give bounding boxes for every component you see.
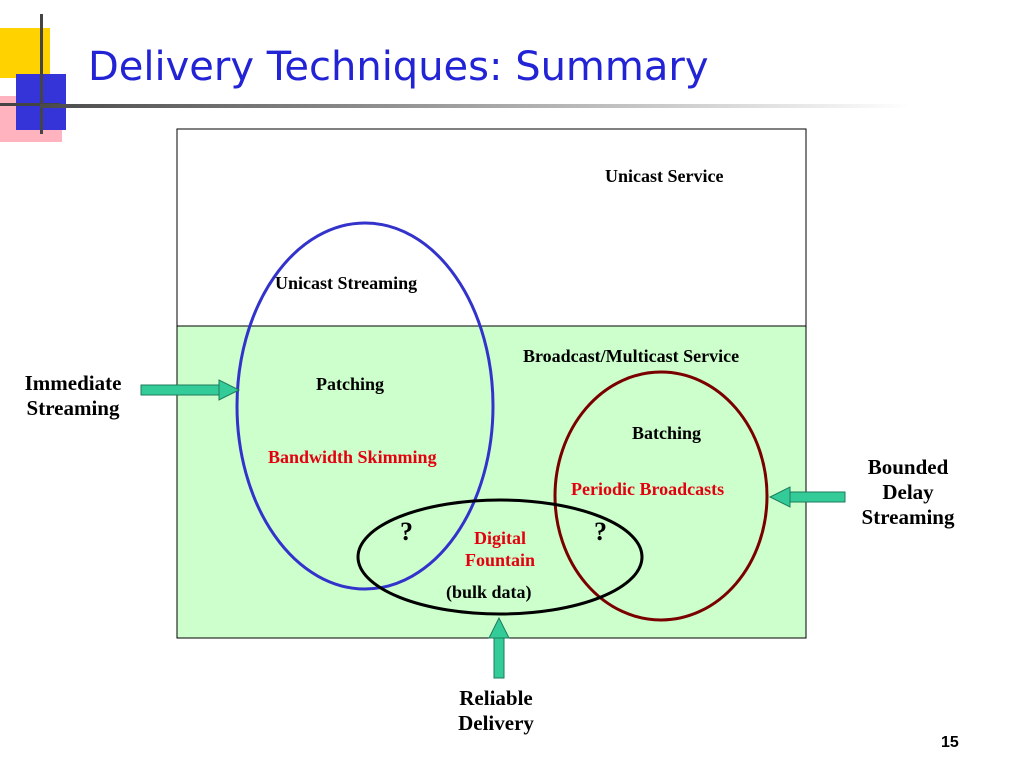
unicast-service-region [176, 128, 807, 327]
streaming-ellipse [235, 221, 495, 591]
unicast-service-label: Unicast Service [605, 166, 724, 186]
bulk-data-label: (bulk data) [446, 582, 532, 602]
reliable-delivery-line2: Delivery [458, 711, 534, 736]
unicast-streaming-label: Unicast Streaming [275, 273, 418, 293]
digital-fountain-line2: Fountain [464, 549, 536, 570]
reliable-delivery-line1: Reliable [459, 686, 533, 710]
corner-vertical-line [40, 14, 43, 134]
reliable-delivery-label: Reliable Delivery [430, 686, 562, 736]
digital-fountain-label: Digital Fountain [440, 528, 560, 571]
title-underline [40, 104, 910, 108]
corner-horizontal-line [0, 103, 60, 106]
immediate-streaming-arrow [140, 379, 241, 401]
immediate-streaming-line1: Immediate [24, 371, 122, 395]
bandwidth-skimming-label: Bandwidth Skimming [268, 447, 437, 467]
batching-label: Batching [632, 423, 702, 443]
reliable-delivery-arrow [488, 616, 510, 679]
question-mark-right: ? [594, 517, 607, 546]
bounded-delay-arrow [768, 486, 846, 508]
broadcast-ellipse [553, 370, 769, 622]
bounded-delay-streaming-label: Bounded Delay Streaming [843, 455, 973, 531]
page-number: 15 [941, 734, 959, 751]
question-mark-left: ? [400, 517, 413, 546]
broadcast-multicast-service-label: Broadcast/Multicast Service [523, 346, 740, 366]
periodic-broadcasts-label: Periodic Broadcasts [571, 479, 725, 499]
bounded-delay-line1: Bounded [867, 455, 949, 479]
bounded-delay-line3: Streaming [861, 505, 955, 530]
page-title: Delivery Techniques: Summary [88, 44, 709, 90]
fountain-ellipse [356, 498, 644, 616]
immediate-streaming-line2: Streaming [26, 396, 120, 421]
bounded-delay-line2: Delay [882, 480, 934, 505]
immediate-streaming-label: Immediate Streaming [8, 371, 138, 421]
patching-label: Patching [316, 374, 385, 394]
digital-fountain-line1: Digital [474, 528, 526, 548]
